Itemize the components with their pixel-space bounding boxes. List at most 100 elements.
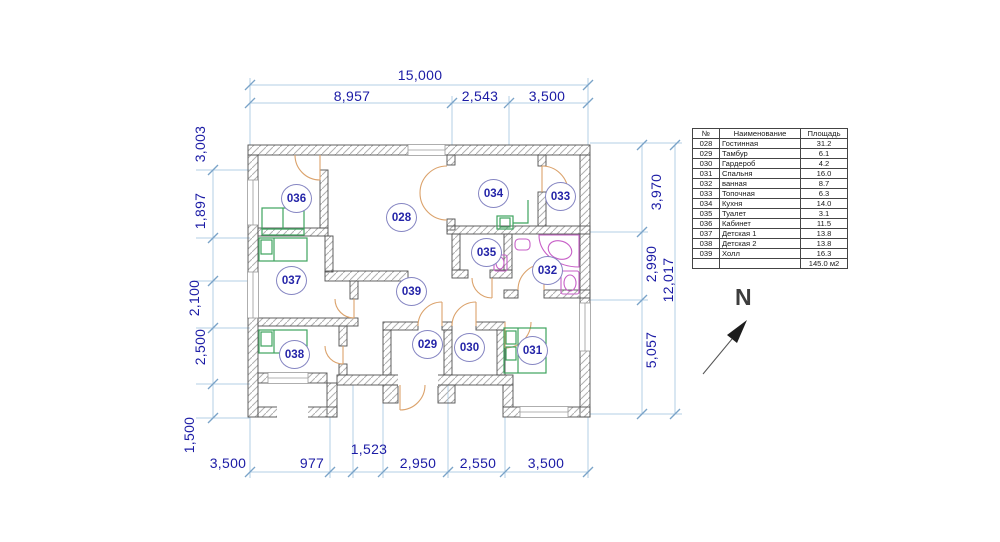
cell-num: 033 (692, 188, 720, 199)
dim-bottom-seg-1: 3,500 (209, 455, 247, 471)
legend-header-row: № Наименование Площадь (692, 128, 848, 139)
cell-num: 034 (692, 198, 720, 209)
cell-name: ванная (719, 178, 801, 189)
cell-name: Детская 2 (719, 238, 801, 249)
cell-num: 028 (692, 138, 720, 149)
room-label-036: 036 (281, 184, 312, 213)
cell-num: 037 (692, 228, 720, 239)
dim-right-overall: 12,017 (660, 257, 676, 303)
dim-left-seg-5: 1,500 (181, 416, 197, 454)
cell-num: 032 (692, 178, 720, 189)
cell-name: Тамбур (719, 148, 801, 159)
cell-area: 6.1 (800, 148, 848, 159)
dim-top-seg-2: 2,543 (461, 88, 499, 104)
cell-name: Холл (719, 248, 801, 259)
dim-top-seg-3: 3,500 (528, 88, 566, 104)
room-label-030: 030 (454, 333, 485, 362)
room-label-034: 034 (478, 179, 509, 208)
porch-opening (277, 406, 308, 418)
room-label-035: 035 (471, 238, 502, 267)
dim-right-seg-3: 5,057 (643, 331, 659, 369)
room-label-028: 028 (386, 203, 417, 232)
door-029 (417, 301, 443, 327)
cell-empty (719, 258, 801, 269)
dim-left-seg-4: 2,500 (192, 328, 208, 366)
door-035 (471, 277, 493, 299)
dim-left-seg-1: 3,003 (192, 125, 208, 163)
dim-bottom-seg-6: 3,500 (527, 455, 565, 471)
room-label-038: 038 (279, 340, 310, 369)
door-036 (294, 154, 321, 181)
kitchen-sink-034 (496, 200, 529, 230)
dim-bottom-seg-2: 977 (299, 455, 325, 471)
cell-area: 16.0 (800, 168, 848, 179)
legend-header-num: № (692, 128, 720, 139)
cell-num: 039 (692, 248, 720, 259)
door-037 (334, 298, 355, 319)
cell-area: 3.1 (800, 208, 848, 219)
cell-empty (692, 258, 720, 269)
room-label-029: 029 (412, 330, 443, 359)
cell-area: 8.7 (800, 178, 848, 189)
windows (247, 144, 591, 418)
cell-area: 6.3 (800, 188, 848, 199)
doors (294, 154, 569, 411)
door-030 (451, 301, 477, 327)
dimension-lines (212, 84, 676, 473)
desk-036 (261, 207, 305, 236)
dimension-ticks (207, 79, 681, 478)
dim-right-seg-2: 2,990 (643, 245, 659, 283)
cell-area: 14.0 (800, 198, 848, 209)
cell-area: 31.2 (800, 138, 848, 149)
dim-left-seg-2: 1,897 (192, 192, 208, 230)
bed-037 (258, 237, 308, 262)
cell-num: 038 (692, 238, 720, 249)
cell-area: 4.2 (800, 158, 848, 169)
north-arrow (702, 320, 747, 375)
dim-top-seg-1: 8,957 (333, 88, 371, 104)
room-label-037: 037 (276, 266, 307, 295)
cell-num: 029 (692, 148, 720, 159)
room-label-032: 032 (532, 256, 563, 285)
cell-area: 11.5 (800, 218, 848, 229)
cell-num: 035 (692, 208, 720, 219)
cell-num: 030 (692, 158, 720, 169)
north-label: N (735, 284, 752, 310)
cell-name: Гостинная (719, 138, 801, 149)
legend-header-name: Наименование (719, 128, 801, 139)
legend-total-area: 145.0 м2 (800, 258, 848, 269)
cell-name: Спальня (719, 168, 801, 179)
legend-header-area: Площадь (800, 128, 848, 139)
cell-num: 031 (692, 168, 720, 179)
sink-032 (514, 238, 531, 251)
cell-num: 036 (692, 218, 720, 229)
cell-area: 16.3 (800, 248, 848, 259)
dim-bottom-seg-3: 1,523 (350, 441, 388, 457)
cell-name: Детская 1 (719, 228, 801, 239)
cell-name: Гардероб (719, 158, 801, 169)
dim-right-seg-1: 3,970 (648, 173, 664, 211)
cell-area: 13.8 (800, 228, 848, 239)
room-label-039: 039 (396, 277, 427, 306)
entrance-door (399, 384, 426, 411)
cell-name: Туалет (719, 208, 801, 219)
entrance-opening (398, 374, 438, 386)
extension-lines (196, 78, 682, 478)
cell-name: Кухня (719, 198, 801, 209)
cell-name: Кабинет (719, 218, 801, 229)
double-door-028-034 (419, 165, 448, 221)
legend-total-row: 145.0 м2 (692, 258, 848, 269)
